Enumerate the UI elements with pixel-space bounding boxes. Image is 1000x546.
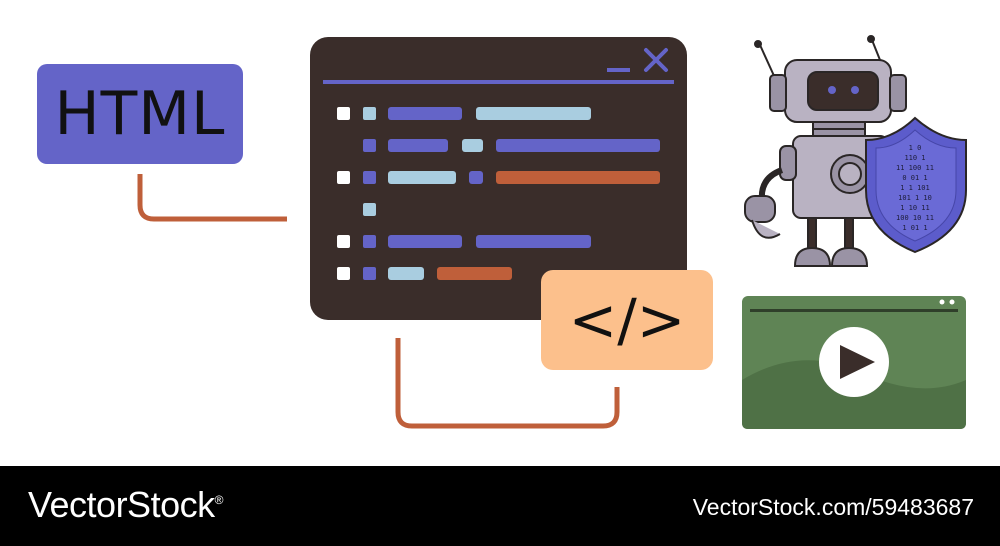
shield-icon: 1 0 110 1 11 100 11 0 01 1 1 1 101 101 1… xyxy=(865,116,967,254)
code-window xyxy=(310,37,687,320)
robot-eye-left xyxy=(828,86,836,94)
svg-text:1 0: 1 0 xyxy=(909,144,922,152)
svg-text:110 1: 110 1 xyxy=(904,154,925,162)
code-tag-label: </> xyxy=(568,286,686,354)
robot-eye-right xyxy=(851,86,859,94)
line-bullet xyxy=(337,107,350,120)
svg-text:101 1 10: 101 1 10 xyxy=(898,194,932,202)
svg-text:11 100 11: 11 100 11 xyxy=(896,164,934,172)
video-title-bar xyxy=(750,309,958,312)
line-bullet xyxy=(337,235,350,248)
shield-binary-text: 1 0 110 1 11 100 11 0 01 1 1 1 101 101 1… xyxy=(896,144,934,232)
robot-leg-left xyxy=(807,217,817,249)
robot-antenna-left xyxy=(759,44,776,79)
robot-illustration xyxy=(744,35,907,267)
scene-graphics: 1 0 110 1 11 100 11 0 01 1 1 1 101 101 1… xyxy=(137,35,967,429)
play-icon[interactable] xyxy=(840,345,875,379)
video-dot-icon xyxy=(939,299,945,305)
video-player xyxy=(742,296,966,429)
window-title-divider xyxy=(323,80,674,84)
robot-shoulder xyxy=(779,145,797,181)
line-bullet xyxy=(337,171,350,184)
robot-foot-left xyxy=(793,246,832,267)
svg-text:1 1 101: 1 1 101 xyxy=(900,184,930,192)
html-badge-label: HTML xyxy=(54,79,226,149)
code-line xyxy=(337,107,591,120)
code-line xyxy=(363,139,660,152)
robot-leg-right xyxy=(844,217,854,249)
svg-text:0 01 1: 0 01 1 xyxy=(902,174,927,182)
robot-visor xyxy=(807,71,879,111)
svg-text:1 01 1: 1 01 1 xyxy=(902,224,927,232)
html-badge: HTML xyxy=(37,64,243,164)
robot-foot-right xyxy=(830,246,869,267)
code-tag-badge: </> xyxy=(541,270,713,370)
video-dot-icon xyxy=(949,299,955,305)
robot-antenna-right xyxy=(871,39,881,61)
svg-text:100 10 11: 100 10 11 xyxy=(896,214,934,222)
robot-hand xyxy=(744,195,776,223)
line-bullet xyxy=(337,267,350,280)
watermark-footer: VectorStock® VectorStock.com/59483687 xyxy=(0,466,1000,546)
code-line xyxy=(337,235,591,248)
connector-line-html xyxy=(137,174,287,222)
robot-ear-left xyxy=(769,74,787,112)
code-line xyxy=(337,267,512,280)
connector-line-code xyxy=(395,338,620,429)
image-url: VectorStock.com/59483687 xyxy=(692,494,974,520)
code-line xyxy=(337,171,660,184)
vectorstock-logo: VectorStock® xyxy=(28,484,223,525)
close-icon[interactable] xyxy=(644,48,668,72)
svg-text:1 10 11: 1 10 11 xyxy=(900,204,930,212)
code-line xyxy=(363,203,376,216)
minimize-icon[interactable] xyxy=(607,68,630,72)
robot-ear-right xyxy=(889,74,907,112)
